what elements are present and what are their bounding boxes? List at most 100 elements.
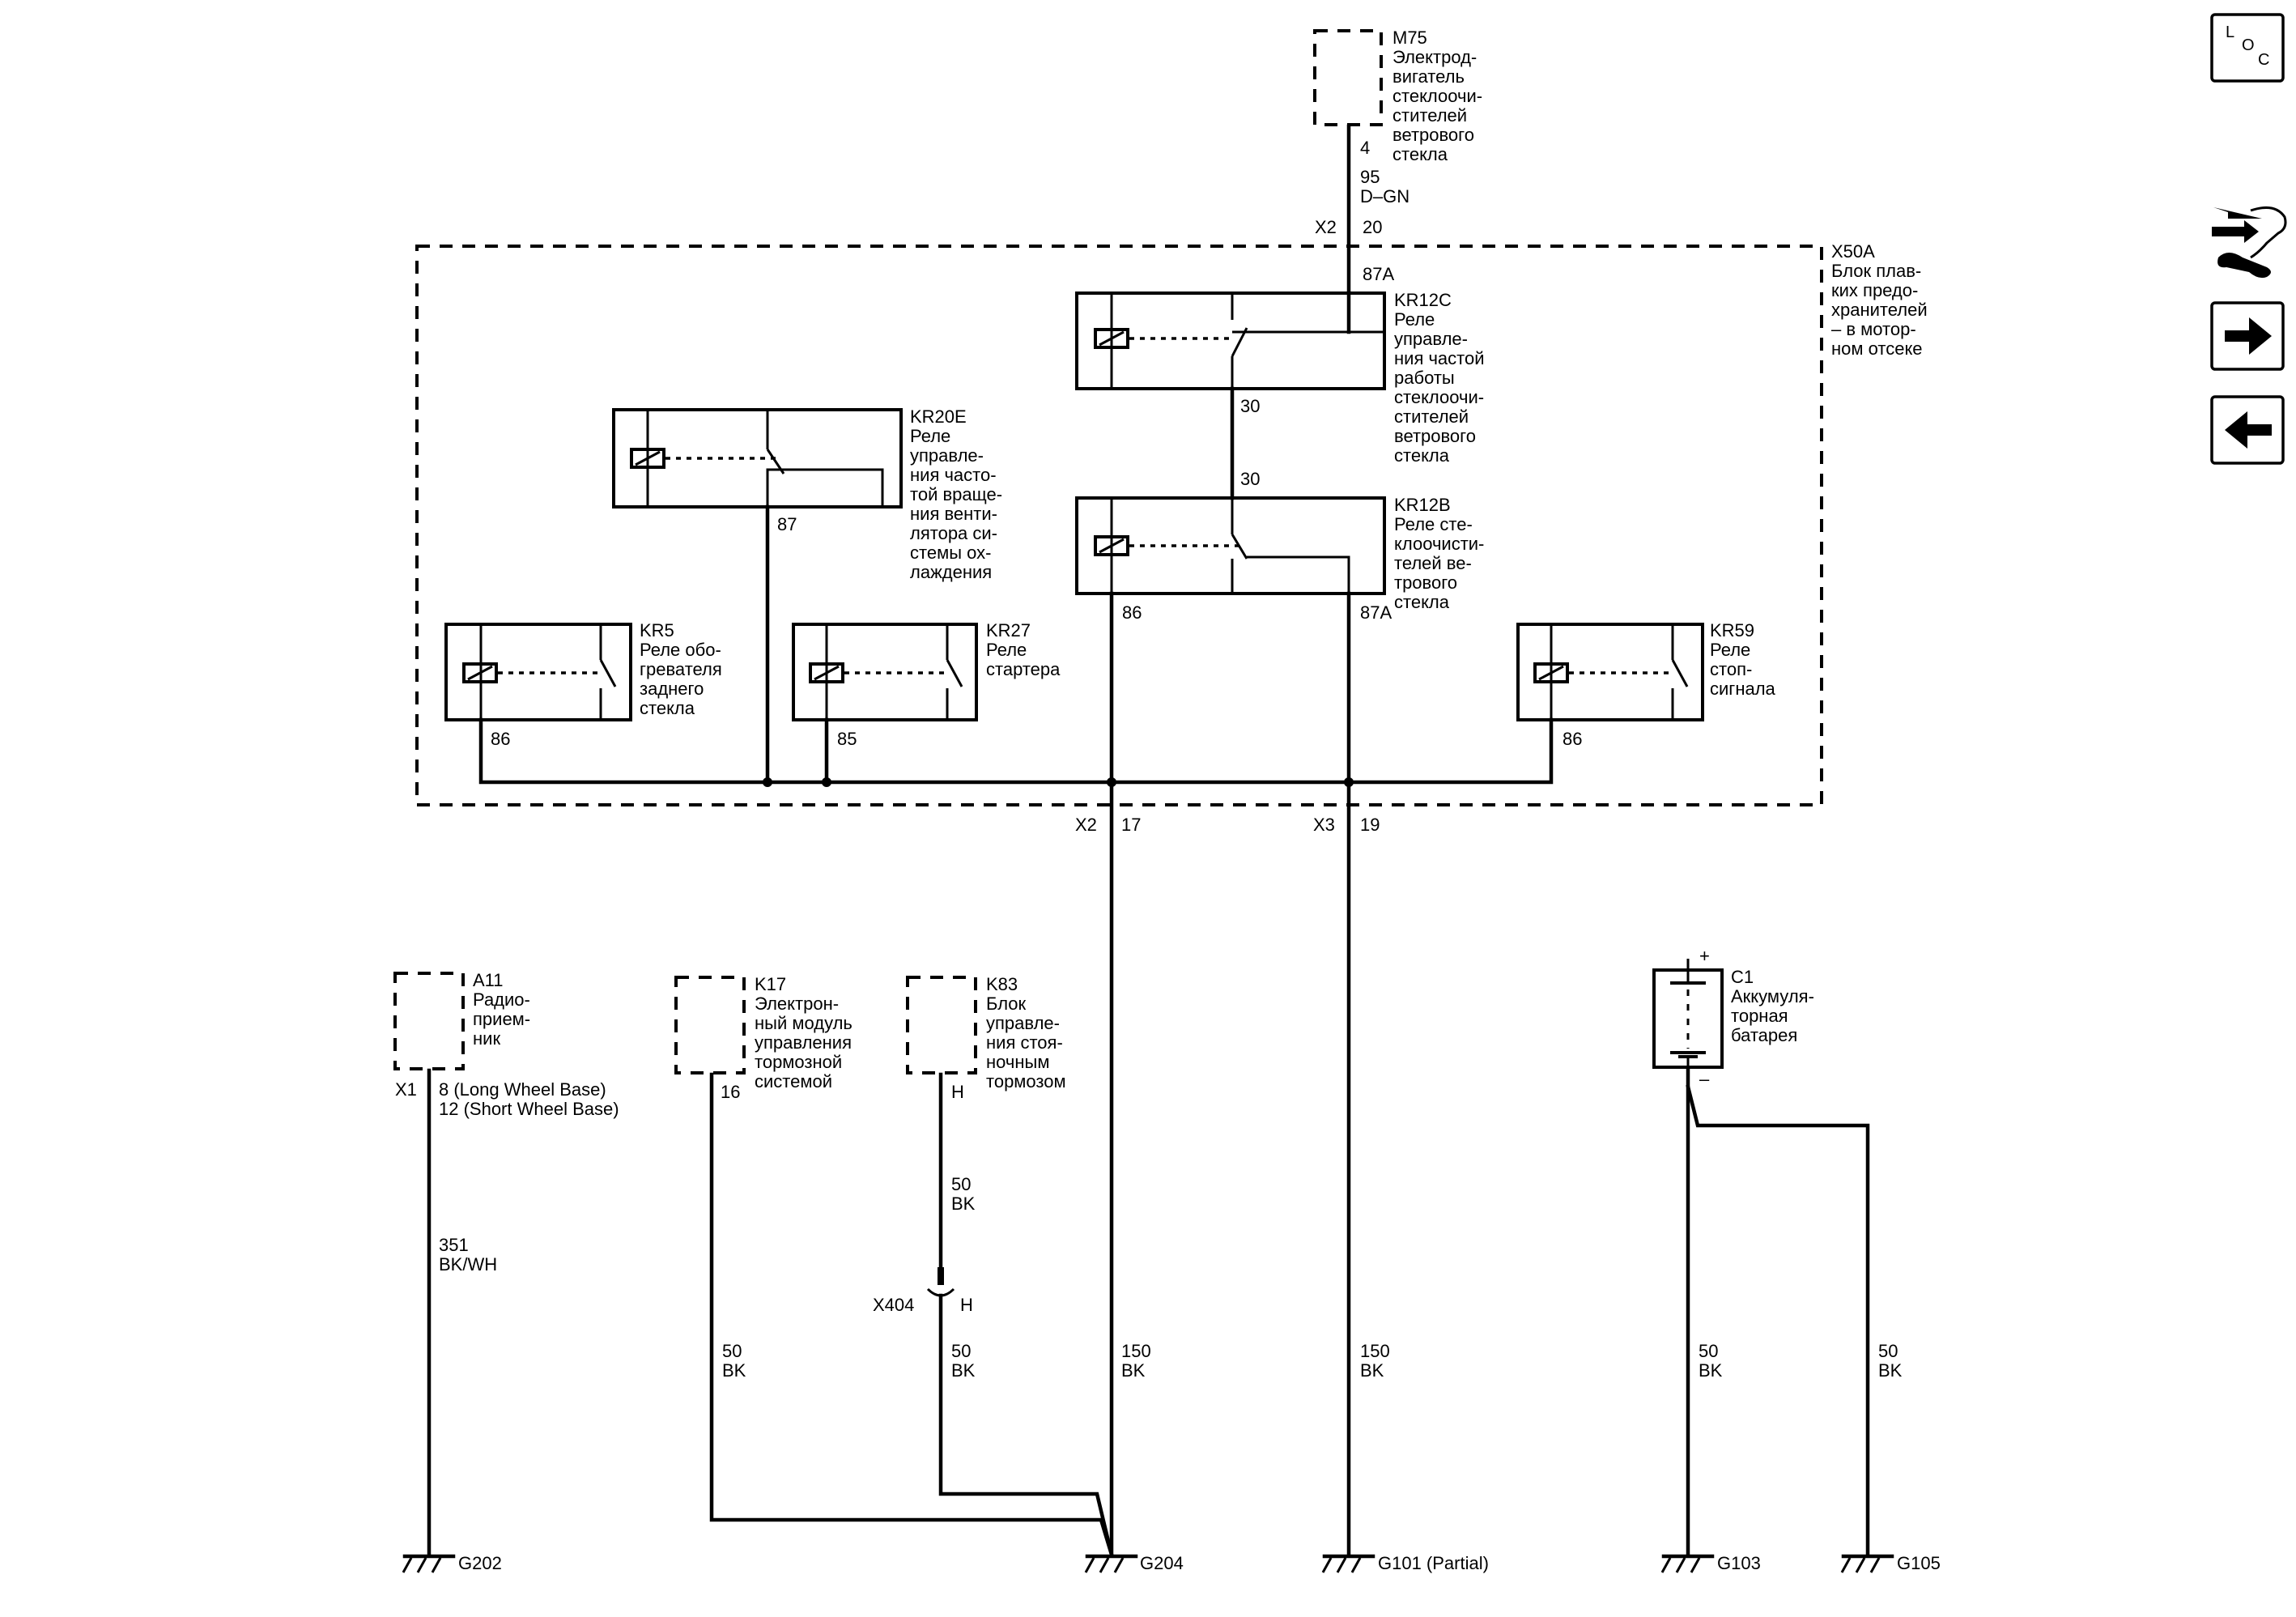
kr27-label: KR27 Реле стартера [986,620,1061,679]
svg-text:A11: A11 [473,970,504,990]
kr5-label: KR5 Реле обо- гревателя заднего стекла [640,620,722,718]
x404-inline-connector [926,1267,955,1297]
svg-text:стеклоочи-: стеклоочи- [1392,86,1482,106]
x3-19-wire-circuit: 150 [1360,1341,1390,1361]
svg-text:трового: трового [1394,572,1457,593]
location-view-button[interactable]: L O C [2210,13,2285,83]
ground-g202-icon [402,1554,456,1573]
c1-minus-terminal: – [1699,1069,1710,1089]
svg-text:M75: M75 [1392,28,1427,48]
m75-pin: 4 [1360,138,1370,158]
a11-pin-long-wheel-base: 8 (Long Wheel Base) [439,1079,606,1100]
svg-text:KR12B: KR12B [1394,495,1451,515]
a11-radio-box [393,972,465,1070]
kr20e-relay [612,408,903,509]
svg-text:K17: K17 [755,974,786,994]
svg-text:ких предо-: ких предо- [1831,280,1918,300]
k83-parking-brake-box [906,976,977,1074]
svg-text:ния часто-: ния часто- [910,465,997,485]
svg-text:тормозной: тормозной [755,1052,842,1072]
kr59-pin-86: 86 [1563,729,1582,749]
svg-text:стителей: стителей [1392,105,1467,126]
ground-g105-label: G105 [1897,1553,1941,1573]
x404-connector-name: X404 [873,1295,914,1315]
svg-text:управле-: управле- [1394,329,1468,349]
kr20e-pin-87: 87 [777,514,797,534]
x2-17-wire-circuit: 150 [1121,1341,1151,1361]
svg-text:управле-: управле- [910,445,984,466]
c1-a-wire-circuit: 50 [1699,1341,1718,1361]
k17-wire-circuit: 50 [722,1341,742,1361]
a11-radio-label: A11 Радио- прием- ник [473,970,530,1049]
ground-g103-icon [1660,1554,1715,1573]
svg-text:торная: торная [1731,1006,1788,1026]
svg-text:управления: управления [755,1032,852,1053]
svg-text:гревателя: гревателя [640,659,722,679]
svg-text:заднего: заднего [640,679,704,699]
internal-ground-bus [478,504,1554,787]
connector-x2-name: X2 [1075,815,1097,835]
k83-lower-wire-circuit: 50 [951,1341,971,1361]
svg-text:KR59: KR59 [1710,620,1754,640]
k17-wire-color: BK [722,1360,746,1381]
svg-text:C1: C1 [1731,967,1754,987]
k17-ebcm-label: K17 Электрон- ный модуль управления торм… [755,974,852,1091]
kr12c-pin-30: 30 [1240,396,1260,416]
svg-text:KR27: KR27 [986,620,1031,640]
svg-text:ния частой: ния частой [1394,348,1485,368]
k83-lower-wire-color: BK [951,1360,976,1381]
ground-g103-label: G103 [1717,1553,1761,1573]
c1-b-wire-color: BK [1878,1360,1903,1381]
kr12b-relay [1075,496,1386,595]
svg-text:ночным: ночным [986,1052,1049,1072]
svg-text:прием-: прием- [473,1009,530,1029]
a11-wire-circuit: 351 [439,1235,469,1255]
k83-pin: H [951,1082,964,1102]
ground-g204-label: G204 [1140,1553,1184,1573]
kr12c-pin-87a: 87A [1363,264,1394,284]
svg-text:Реле: Реле [986,640,1027,660]
ground-g202-label: G202 [458,1553,502,1573]
previous-page-arrow-icon[interactable] [2210,395,2285,465]
m75-wire-color: D–GN [1360,186,1409,206]
svg-text:стеклоочи-: стеклоочи- [1394,387,1484,407]
connector-x3-name: X3 [1313,815,1335,835]
svg-text:системой: системой [755,1071,832,1091]
kr20e-label: KR20E Реле управле- ния часто- той враще… [910,406,1002,582]
kr59-relay [1516,623,1704,721]
svg-text:стителей: стителей [1394,406,1469,427]
svg-text:KR5: KR5 [640,620,674,640]
wire-c1-to-g105 [1686,1084,1870,1557]
a11-pin-short-wheel-base: 12 (Short Wheel Base) [439,1099,619,1119]
svg-text:ветрового: ветрового [1392,125,1474,145]
svg-text:стекла: стекла [640,698,695,718]
x2-17-wire-color: BK [1121,1360,1146,1381]
svg-text:Реле: Реле [1710,640,1750,660]
svg-text:ный модуль: ный модуль [755,1013,852,1033]
svg-text:хранителей: хранителей [1831,300,1928,320]
kr12c-label: KR12C Реле управле- ния частой работы ст… [1394,290,1485,466]
svg-text:Реле сте-: Реле сте- [1394,514,1473,534]
svg-text:X50A: X50A [1831,241,1875,262]
svg-text:стемы ох-: стемы ох- [910,543,991,563]
svg-text:батарея: батарея [1731,1025,1797,1045]
m75-wiper-motor-label: M75 Электрод- вигатель стеклоочи- стител… [1392,28,1482,164]
svg-text:Реле: Реле [910,426,950,446]
a11-connector-name: X1 [395,1079,417,1100]
svg-text:Реле: Реле [1394,309,1435,330]
wiring-repair-icon[interactable] [2212,206,2287,279]
svg-text:Радио-: Радио- [473,989,530,1010]
svg-text:телей ве-: телей ве- [1394,553,1472,573]
x404-connector-pin: H [960,1295,973,1315]
svg-text:O: O [2242,36,2255,54]
fuse-block-x50a-label: X50A Блок плав- ких предо- хранителей – … [1831,241,1928,359]
a11-wire-color: BK/WH [439,1254,497,1274]
connector-x2-pin: 17 [1121,815,1141,835]
connector-top-name: X2 [1315,217,1337,237]
svg-text:C: C [2258,51,2269,69]
connector-x3-pin: 19 [1360,815,1380,835]
k17-pin: 16 [721,1082,740,1102]
kr5-pin-86: 86 [491,729,510,749]
next-page-arrow-icon[interactable] [2210,301,2285,371]
m75-wiper-motor-box [1313,29,1383,126]
